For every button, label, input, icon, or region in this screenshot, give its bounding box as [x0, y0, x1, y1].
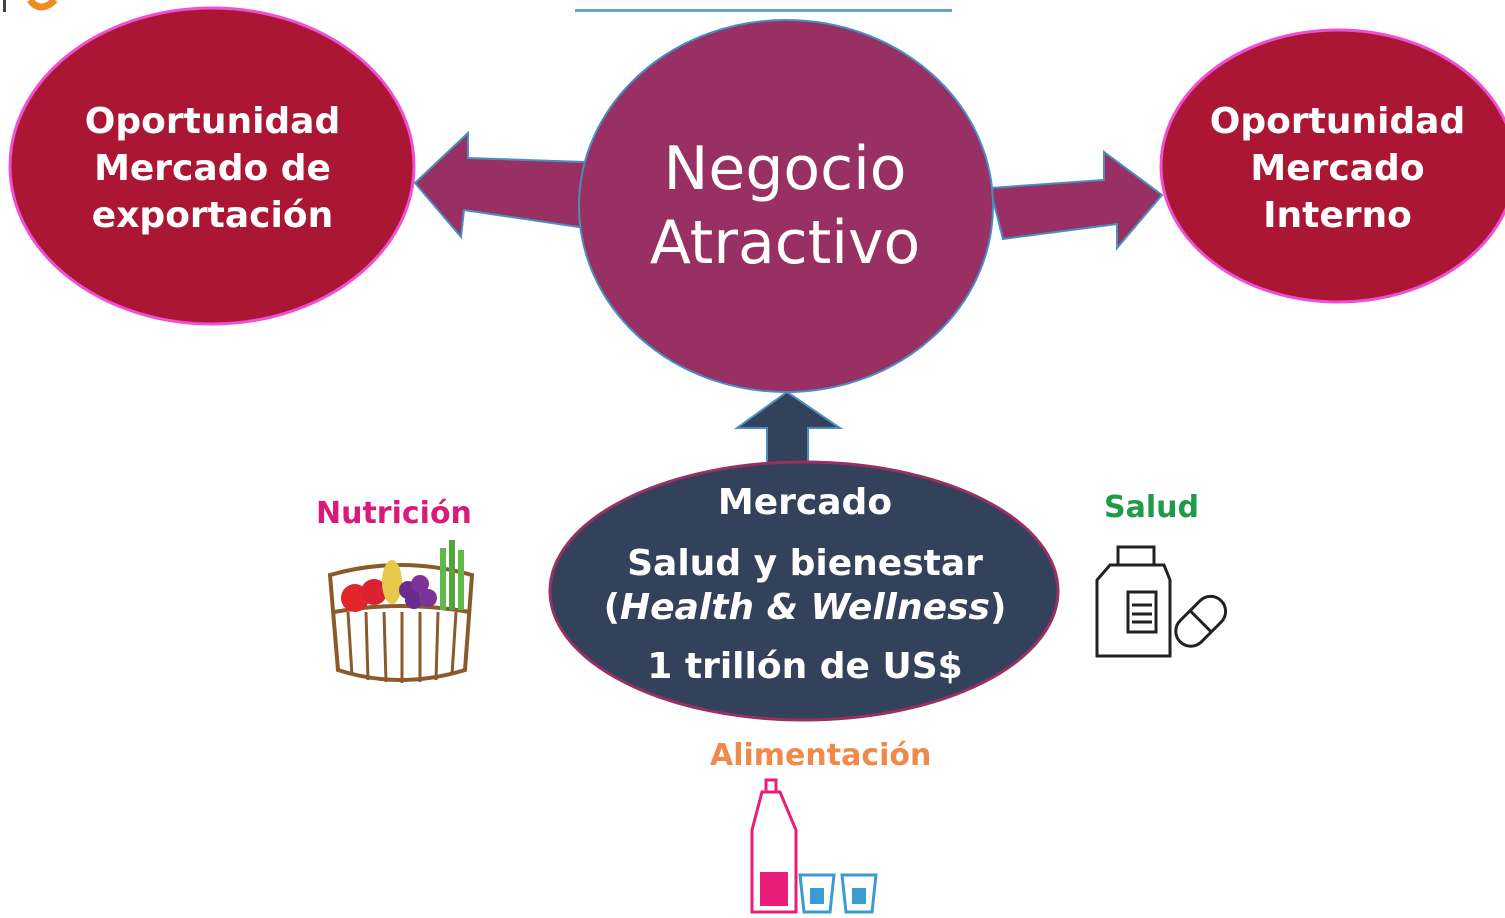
market-line-2: Salud y bienestar: [627, 543, 983, 584]
nutricion-label: Nutrición: [316, 496, 472, 531]
logo-fragment: [3, 0, 58, 12]
market-line-4: 1 trillón de US$: [647, 646, 963, 687]
export-market-label: Oportunidad Mercado de exportación: [30, 98, 395, 239]
domestic-market-line-1: Oportunidad: [1209, 101, 1466, 142]
title-underline: [575, 9, 952, 12]
bottle-and-cups-icon: [750, 778, 878, 914]
salud-label: Salud: [1104, 490, 1199, 525]
health-wellness-market-label: Mercado Salud y bienestar (Health & Well…: [560, 478, 1050, 692]
market-paren-open: (: [603, 587, 621, 628]
domestic-market-line-3: Interno: [1263, 195, 1412, 236]
export-market-line-2: Mercado de: [94, 148, 331, 189]
arrow-to-export: [413, 130, 586, 240]
health-wellness-market-node: [548, 460, 1060, 722]
domestic-market-line-2: Mercado: [1250, 148, 1425, 189]
attractive-business-line-1: Negocio: [663, 134, 907, 204]
alimentacion-label: Alimentación: [710, 738, 932, 773]
export-market-node: [8, 6, 416, 326]
market-line-1: Mercado: [717, 482, 893, 523]
basket-icon: [327, 540, 475, 683]
medicine-icon: [1095, 545, 1228, 658]
market-english-term: Health & Wellness: [620, 587, 990, 628]
attractive-business-line-2: Atractivo: [649, 208, 921, 278]
domestic-market-node: [1159, 28, 1505, 304]
export-market-line-3: exportación: [91, 195, 334, 236]
arrow-up-from-market: [733, 390, 844, 471]
market-line-3: (Health & Wellness): [560, 586, 1050, 630]
market-paren-close: ): [989, 587, 1007, 628]
attractive-business-label: Negocio Atractivo: [585, 132, 985, 280]
export-market-line-1: Oportunidad: [84, 101, 341, 142]
domestic-market-label: Oportunidad Mercado Interno: [1170, 98, 1505, 239]
arrow-to-domestic: [988, 150, 1164, 251]
